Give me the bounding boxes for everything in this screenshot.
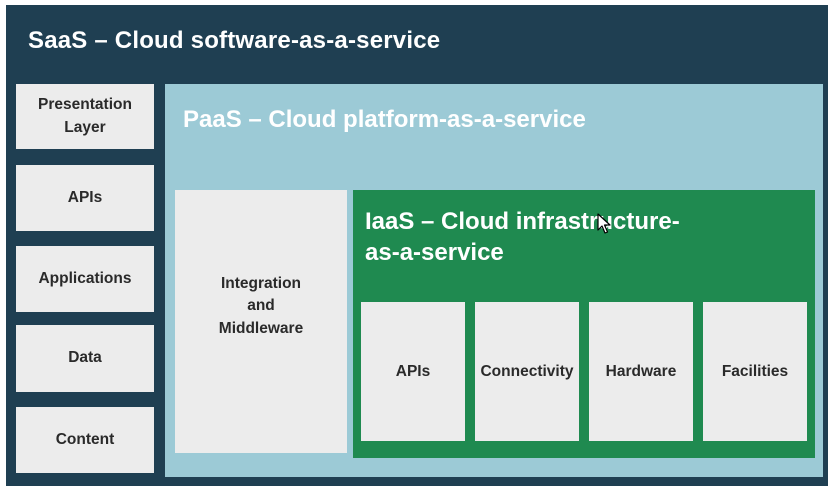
integration-middleware-box: Integration and Middleware [175,190,347,453]
iaas-component-hardware-label: Hardware [605,362,677,380]
saas-layer-apis-label: APIs [67,188,103,206]
iaas-title-line1: IaaS – Cloud infrastructure- [365,208,680,235]
iaas-title: IaaS – Cloud infrastructure- as-a-servic… [365,206,725,268]
saas-title: SaaS – Cloud software-as-a-service [28,27,441,54]
integration-line3: Middleware [218,319,304,337]
saas-layer-apis: APIs [16,165,154,231]
saas-layer-presentation-line2: Layer [64,118,106,136]
iaas-component-hardware: Hardware [589,302,693,441]
iaas-component-connectivity: Connectivity [475,302,579,441]
saas-layer-content-label: Content [55,430,115,448]
paas-layer: PaaS – Cloud platform-as-a-service Integ… [165,84,823,477]
iaas-component-connectivity-label: Connectivity [480,362,574,380]
saas-layer-presentation: Presentation Layer [16,84,154,149]
saas-layer-applications: Applications [16,246,154,312]
iaas-component-facilities-label: Facilities [721,362,789,380]
saas-layer-content: Content [16,407,154,473]
saas-layer-presentation-line1: Presentation [38,96,132,114]
mouse-pointer-icon [597,213,611,234]
iaas-component-apis: APIs [361,302,465,441]
saas-layer: SaaS – Cloud software-as-a-service Prese… [6,5,828,486]
integration-line1: Integration [220,274,302,292]
saas-layer-applications-label: Applications [38,269,132,287]
saas-layer-data: Data [16,325,154,392]
iaas-component-apis-label: APIs [395,362,431,380]
iaas-title-line2: as-a-service [365,239,504,266]
iaas-component-facilities: Facilities [703,302,807,441]
paas-title: PaaS – Cloud platform-as-a-service [183,106,586,133]
saas-layer-data-label: Data [68,349,102,367]
integration-line2: and [247,297,275,315]
iaas-layer: IaaS – Cloud infrastructure- as-a-servic… [353,190,815,458]
